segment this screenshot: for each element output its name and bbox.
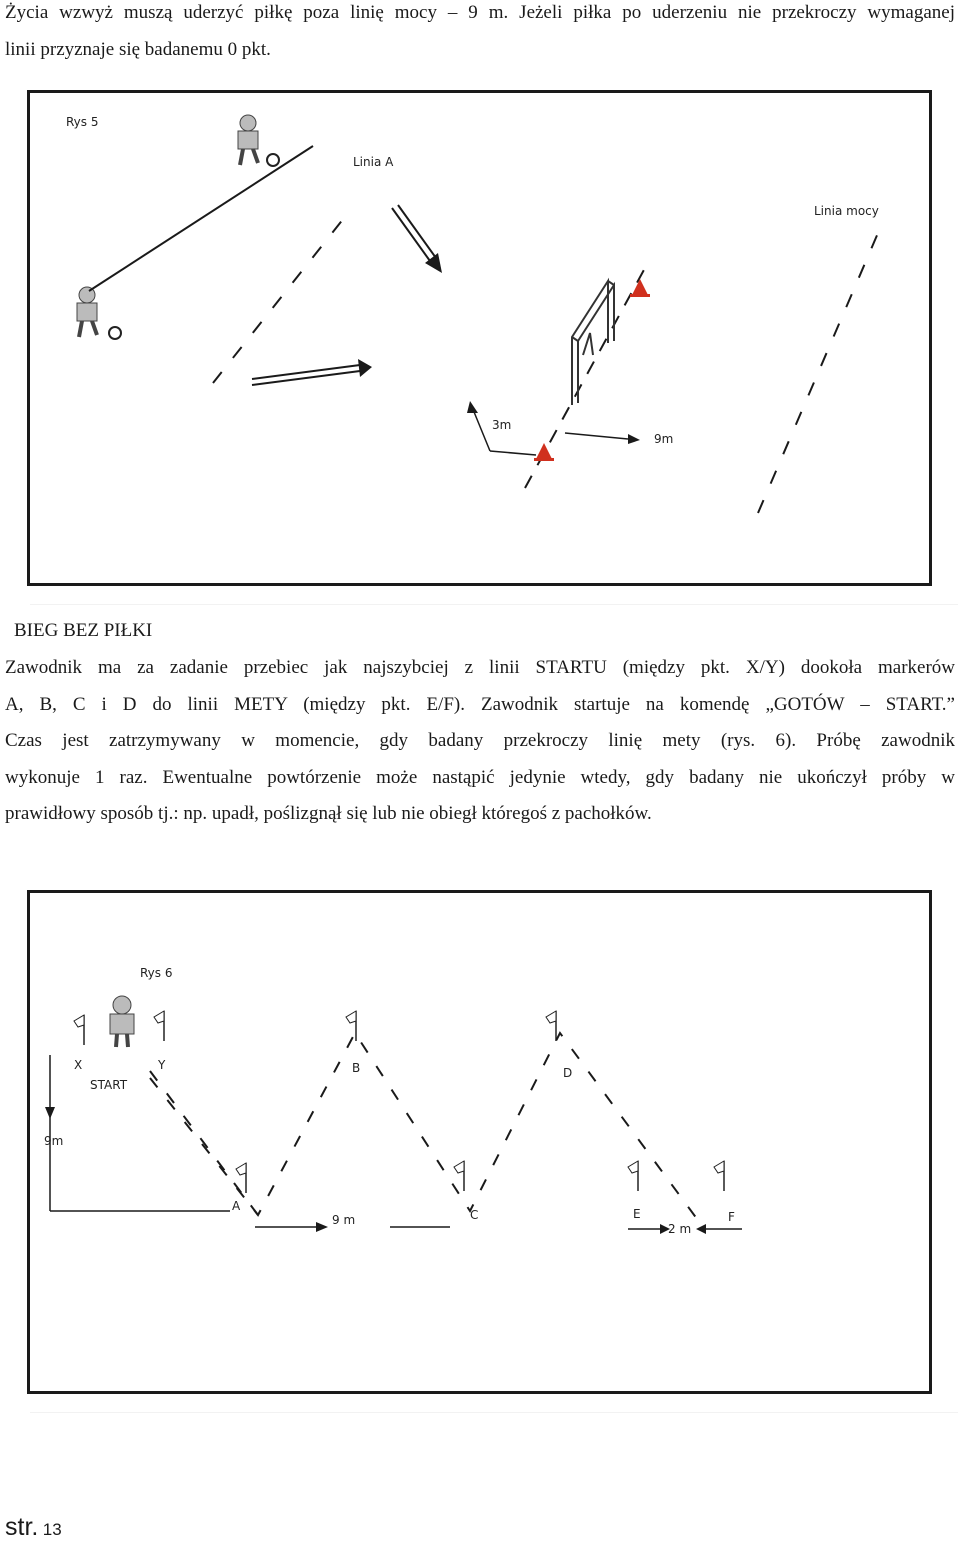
page-footer: str. 13 [5,1513,62,1542]
measure-2m [628,1224,742,1234]
figure-rys-5: Rys 5 Linia A Linia mocy [27,90,932,586]
measure-9m-horizontal [255,1222,450,1232]
section-line-3: Czas jest zatrzymywany w momencie, gdy b… [5,730,955,751]
section-line-5: prawidłowy sposób tj.: np. upadł, pośliz… [5,803,652,824]
linia-a-label: Linia A [353,155,394,169]
flag-icon-a [235,1162,247,1193]
flag-icon-c [453,1160,465,1191]
flag-icon-b [345,1010,357,1041]
dist-9m-label: 9m [654,432,673,446]
label-e: E [633,1207,641,1221]
section-line-2: A, B, C i D do linii METY (między pkt. E… [5,693,955,715]
player-icon [76,286,122,340]
separator [30,1412,958,1413]
section-heading: BIEG BEZ PIŁKI [14,620,153,641]
figure-5-title: Rys 5 [66,115,98,129]
label-x: X [74,1058,82,1072]
line-a-dashed [212,212,349,384]
dist-9m-label: 9 m [332,1213,355,1227]
start-line-dashed [524,267,646,489]
intro-paragraph: Życia wzwyż muszą uderzyć piłkę poza lin… [5,0,955,68]
page-prefix: str. [5,1513,39,1541]
kick-arrow [391,204,442,273]
player-icon [109,995,135,1048]
cone-icon [534,443,554,461]
label-y: Y [157,1058,166,1072]
section-line-4: wykonuje 1 raz. Ewentualne powtórzenie m… [5,766,955,788]
intro-line-2: linii przyznaje się badanemu 0 pkt. [5,38,271,60]
power-line-dashed [757,232,879,514]
flag-icon-x [73,1014,85,1045]
figure-rys-6: Rys 6 [27,890,932,1394]
label-start: START [90,1078,128,1092]
dist-2m-label: 2 m [668,1222,691,1236]
measure-9m [564,432,640,444]
player-icon [237,114,280,167]
figure-5-diagram: Rys 5 Linia A Linia mocy [66,114,879,514]
flag-icon-y [153,1010,165,1041]
page-number: 13 [42,1520,62,1539]
run-path-start [149,1070,259,1216]
linia-mocy-label: Linia mocy [814,204,879,218]
label-a: A [232,1199,241,1213]
dist-3m-label: 3m [492,418,511,432]
label-d: D [563,1066,572,1080]
section-line-1: Zawodnik ma za zadanie przebiec jak najs… [5,657,955,678]
label-b: B [352,1061,360,1075]
goal-icon [571,277,615,405]
flag-icon-e [627,1160,639,1191]
flag-icon-d [545,1010,557,1041]
line-a-solid [88,145,314,292]
flag-icon-f [713,1160,725,1191]
figure-6-diagram: Rys 6 [44,966,742,1236]
intro-line-1: Życia wzwyż muszą uderzyć piłkę poza lin… [5,2,955,23]
dist-9m-left-label: 9m [44,1134,63,1148]
measure-3m [467,401,537,456]
cone-icon [630,279,650,297]
label-f: F [728,1210,735,1224]
pass-arrow [251,359,372,386]
label-c: C [470,1208,478,1222]
run-path [149,1031,701,1224]
separator [30,604,958,605]
measure-9m-vertical [45,1055,230,1212]
section-paragraph: Zawodnik ma za zadanie przebiec jak najs… [5,650,955,833]
figure-6-title: Rys 6 [140,966,172,980]
